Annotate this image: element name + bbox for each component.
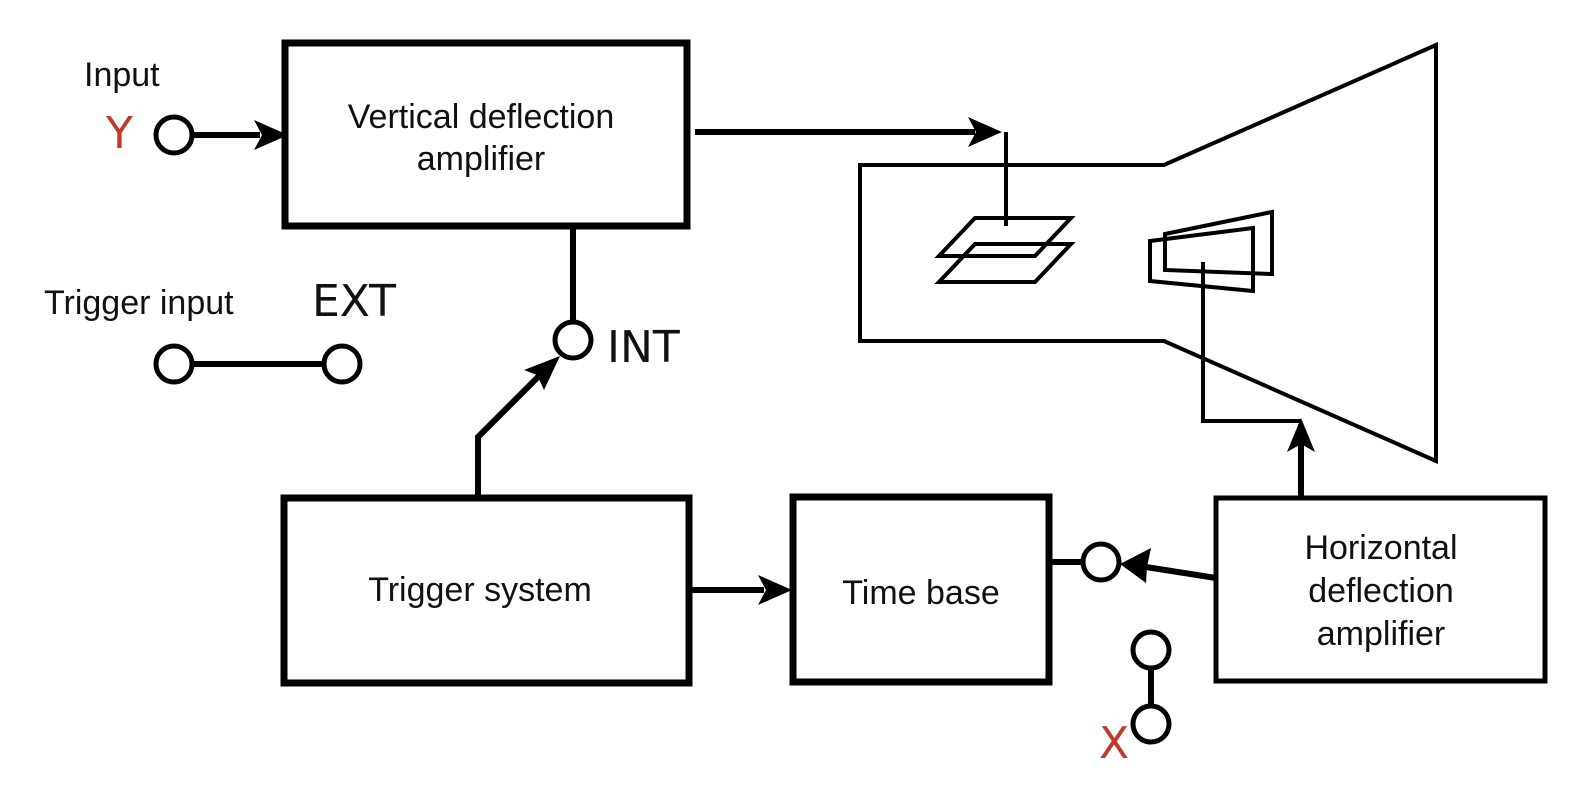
trigger-to-timebase-arrowhead <box>758 575 792 605</box>
x-input-letter: X <box>1099 718 1129 769</box>
horizontal-deflection-plates <box>1148 209 1274 294</box>
y-input-terminal[interactable] <box>153 114 195 156</box>
x-selector-terminal[interactable] <box>1130 629 1172 671</box>
trigger-system-block <box>280 494 693 687</box>
horizontal-source-terminal[interactable] <box>1080 541 1122 583</box>
horizontal-deflection-amplifier-block <box>1213 495 1548 684</box>
x-input-terminal[interactable] <box>1130 703 1172 745</box>
ext-terminal[interactable] <box>321 343 363 385</box>
y-input-letter: Y <box>105 108 133 159</box>
int-terminal[interactable] <box>552 319 594 361</box>
vertical-deflection-plates <box>934 216 1076 284</box>
vertical-amp-output-arrowhead <box>968 117 1002 147</box>
trigger-input-terminal[interactable] <box>153 343 195 385</box>
horizontal-amp-label-line3: amplifier <box>1317 615 1445 653</box>
y-input-arrowhead <box>254 120 288 150</box>
crt-tube-outline <box>858 41 1438 465</box>
ext-label: EXT <box>312 276 396 327</box>
horizontal-plate-lead <box>1201 262 1301 423</box>
vertical-deflection-amplifier-block <box>281 39 691 230</box>
trigger-selector-arm <box>475 372 543 498</box>
input-label: Input <box>84 56 160 94</box>
time-base-label: Time base <box>842 574 999 612</box>
int-label: INT <box>607 322 680 373</box>
trigger-system-label: Trigger system <box>368 571 592 609</box>
horizontal-selector-arm <box>1145 564 1217 581</box>
trigger-selector-arrowhead <box>524 356 560 390</box>
horizontal-amp-label-line1: Horizontal <box>1304 529 1457 567</box>
horizontal-selector-arrowhead <box>1120 548 1151 583</box>
time-base-block <box>789 493 1053 686</box>
vertical-amp-label-line2: amplifier <box>417 140 545 178</box>
vertical-amp-label-line1: Vertical deflection <box>348 98 615 136</box>
trigger-input-label: Trigger input <box>44 284 234 322</box>
horizontal-amp-label-line2: deflection <box>1308 572 1454 610</box>
horizontal-amp-output-arrowhead <box>1287 418 1315 452</box>
